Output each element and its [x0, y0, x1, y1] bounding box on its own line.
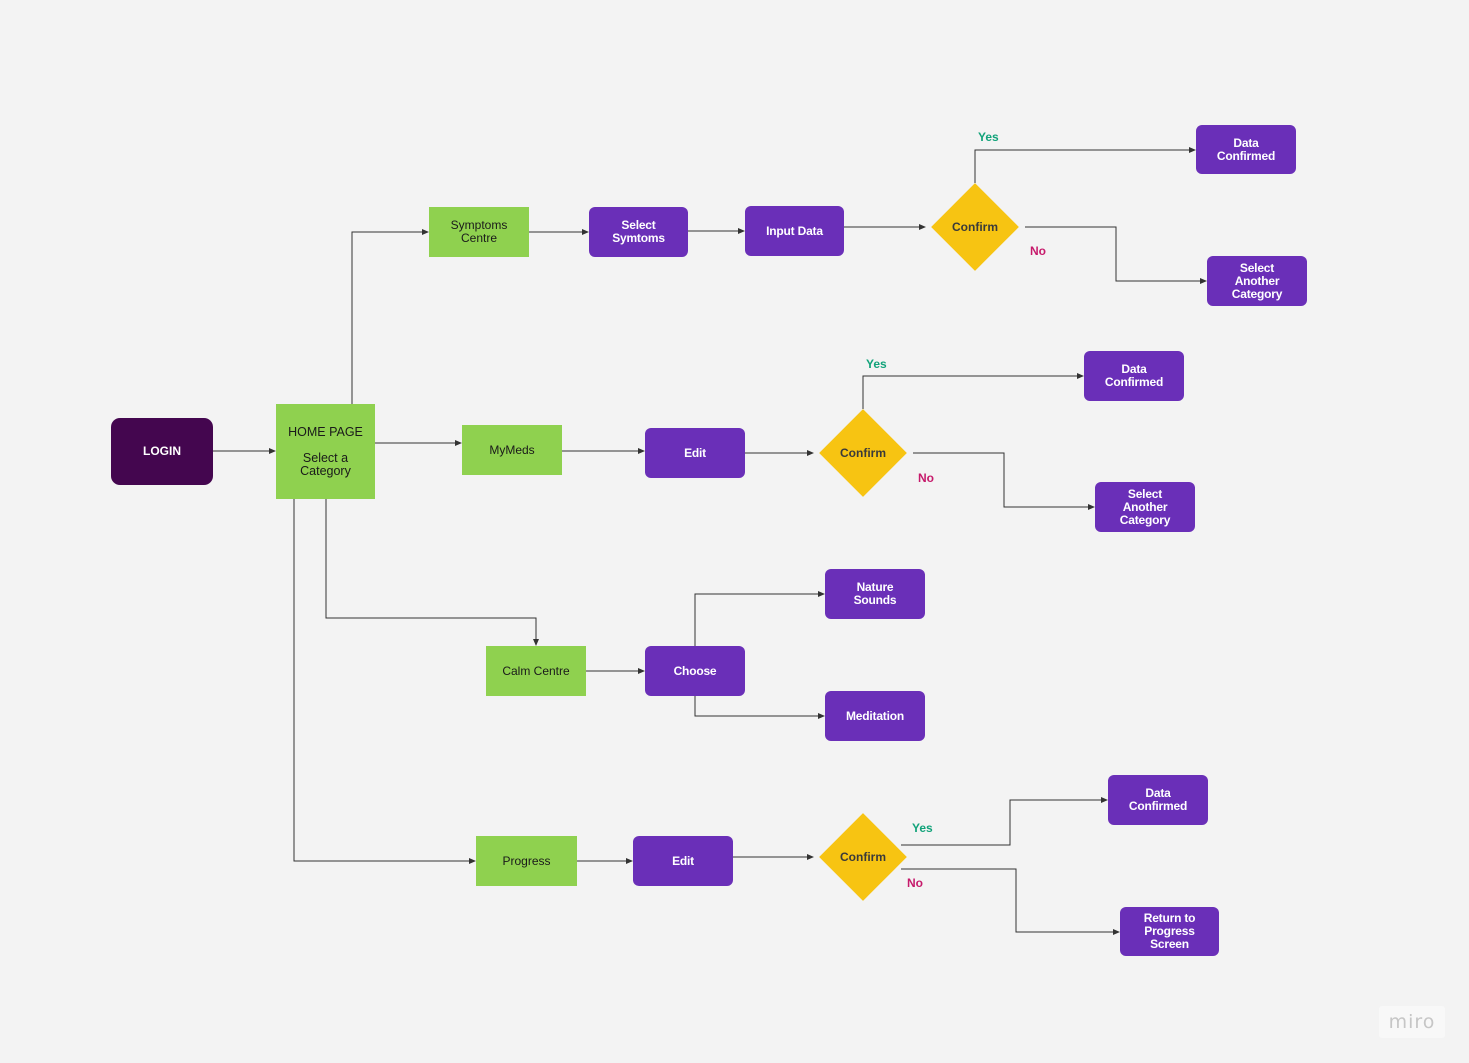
data-confirmed-symptoms-label: Data Confirmed: [1216, 135, 1276, 163]
calm-centre-node[interactable]: Calm Centre: [486, 646, 586, 696]
home-title: HOME PAGE: [288, 424, 363, 439]
mymeds-node[interactable]: MyMeds: [462, 425, 562, 475]
edge-home-calm: [325, 499, 539, 646]
progress-label: Progress: [502, 853, 551, 868]
select-another-symptoms-label: Select Another Category: [1231, 260, 1283, 301]
data-confirmed-progress-node[interactable]: Data Confirmed: [1108, 775, 1208, 825]
progress-node[interactable]: Progress: [476, 836, 577, 886]
choose-label: Choose: [673, 663, 717, 678]
edge-confirm3-no: [901, 868, 1120, 935]
confirm-mymeds-label: Confirm: [840, 446, 886, 460]
input-data-label: Input Data: [766, 223, 823, 238]
no-label-progress: No: [907, 876, 923, 890]
login-label: LOGIN: [143, 444, 181, 458]
edge-confirm3-yes: [901, 797, 1108, 846]
select-symptoms-label: Select Symtoms: [612, 218, 665, 245]
data-confirmed-symptoms-node[interactable]: Data Confirmed: [1196, 125, 1296, 174]
data-confirmed-mymeds-label: Data Confirmed: [1104, 362, 1164, 389]
mymeds-label: MyMeds: [489, 442, 535, 457]
choose-node[interactable]: Choose: [645, 646, 745, 696]
select-another-mymeds-node[interactable]: Select Another Category: [1095, 482, 1195, 532]
edge-home-symptoms: [351, 229, 429, 404]
miro-logo-text: miro: [1388, 1011, 1436, 1033]
edit-progress-label: Edit: [672, 853, 694, 868]
edit-mymeds-node[interactable]: Edit: [645, 428, 745, 478]
edge-confirm1-yes: [974, 147, 1196, 183]
confirm-symptoms-decision[interactable]: Confirm: [925, 183, 1025, 271]
home-subtitle: Select a Category: [300, 450, 351, 478]
confirm-symptoms-label: Confirm: [952, 220, 998, 234]
confirm-progress-decision[interactable]: Confirm: [813, 813, 913, 901]
no-label-mymeds: No: [918, 471, 934, 485]
edit-progress-node[interactable]: Edit: [633, 836, 733, 886]
home-page-node[interactable]: HOME PAGE Select a Category: [276, 404, 375, 499]
confirm-progress-label: Confirm: [840, 850, 886, 864]
data-confirmed-progress-label: Data Confirmed: [1128, 786, 1188, 813]
edge-choose-meditation: [694, 696, 825, 719]
edge-confirm2-no: [913, 452, 1095, 510]
yes-label-mymeds: Yes: [866, 357, 887, 371]
data-confirmed-mymeds-node[interactable]: Data Confirmed: [1084, 351, 1184, 401]
meditation-node[interactable]: Meditation: [825, 691, 925, 741]
symptoms-centre-node[interactable]: Symptoms Centre: [429, 207, 529, 257]
no-label-symptoms: No: [1030, 244, 1046, 258]
nature-sounds-node[interactable]: Nature Sounds: [825, 569, 925, 619]
login-node[interactable]: LOGIN: [111, 418, 213, 485]
miro-logo: miro: [1379, 1006, 1445, 1038]
return-progress-label: Return to Progress Screen: [1143, 911, 1196, 951]
nature-sounds-label: Nature Sounds: [853, 580, 897, 607]
calm-centre-label: Calm Centre: [502, 663, 570, 678]
symptoms-centre-label: Symptoms Centre: [450, 218, 508, 245]
edit-mymeds-label: Edit: [684, 445, 706, 460]
yes-label-symptoms: Yes: [978, 130, 999, 144]
edge-choose-nature: [694, 591, 825, 646]
return-progress-node[interactable]: Return to Progress Screen: [1120, 907, 1219, 956]
edge-confirm1-no: [1025, 226, 1207, 284]
edge-home-progress: [293, 499, 476, 864]
confirm-mymeds-decision[interactable]: Confirm: [813, 409, 913, 497]
input-data-node[interactable]: Input Data: [745, 206, 844, 256]
yes-label-progress: Yes: [912, 821, 933, 835]
edge-confirm2-yes: [862, 373, 1084, 409]
meditation-label: Meditation: [846, 708, 904, 723]
select-another-mymeds-label: Select Another Category: [1119, 486, 1171, 527]
select-symptoms-node[interactable]: Select Symtoms: [589, 207, 688, 257]
select-another-symptoms-node[interactable]: Select Another Category: [1207, 256, 1307, 306]
